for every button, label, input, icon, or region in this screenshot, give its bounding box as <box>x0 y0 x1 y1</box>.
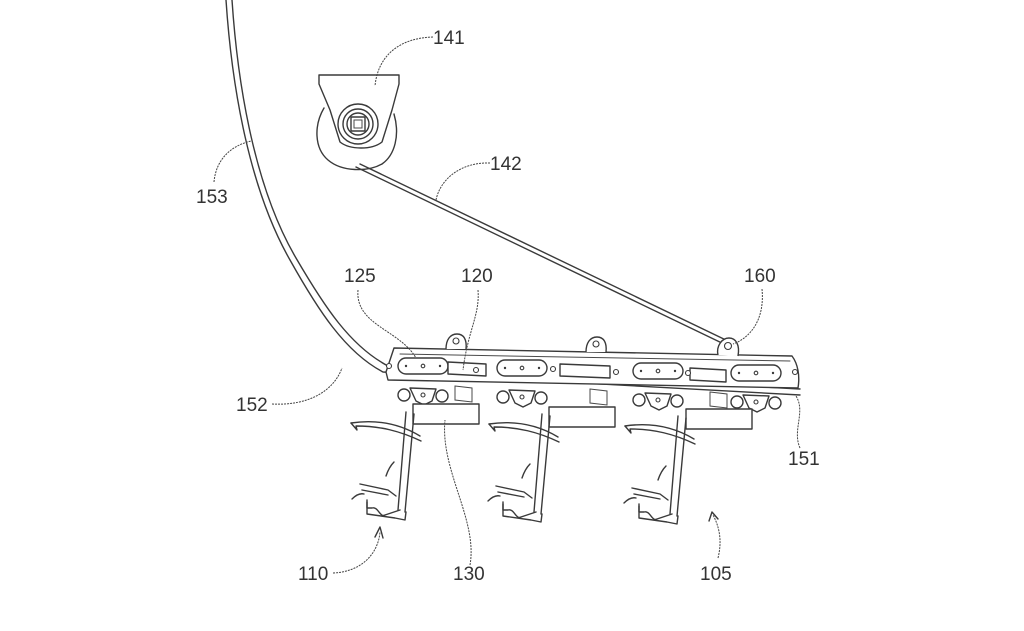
hub-mid <box>342 108 374 140</box>
bogie-link-1 <box>397 357 449 375</box>
leader-120 <box>462 289 479 371</box>
chair-1 <box>350 411 422 521</box>
chair-3 <box>623 415 696 525</box>
leader-152 <box>271 367 343 405</box>
cable <box>355 163 731 346</box>
label-120: 120 <box>461 266 493 287</box>
wheel-bogie-4 <box>730 394 782 413</box>
bogie-link-4 <box>730 364 782 382</box>
winch-assembly <box>316 74 400 171</box>
label-110: 110 <box>298 564 328 585</box>
leader-105 <box>712 514 721 559</box>
attachment-pin <box>723 341 733 351</box>
leader-lines <box>213 36 801 574</box>
reference-labels: 141 142 153 125 120 160 152 151 110 130 … <box>196 28 820 585</box>
bogie-link-3 <box>632 362 684 380</box>
square-shaft <box>350 116 366 132</box>
label-105: 105 <box>700 564 732 585</box>
leader-125 <box>357 289 417 359</box>
wheel-bogie-1 <box>397 387 449 406</box>
chair-mount-3 <box>685 408 753 430</box>
square-shaft-inner <box>353 119 363 129</box>
chair-mount-2 <box>548 406 616 428</box>
chair-2 <box>487 413 560 523</box>
leader-153 <box>213 140 252 183</box>
leader-142 <box>435 162 491 201</box>
label-152: 152 <box>236 395 268 416</box>
connecting-rod-1 <box>447 361 487 377</box>
connecting-rod-2 <box>559 363 611 379</box>
lug-hole-1 <box>452 337 460 345</box>
leader-151 <box>795 395 801 449</box>
leader-110 <box>332 531 381 574</box>
connecting-rod-3 <box>689 367 727 383</box>
arrowhead-105 <box>708 511 719 522</box>
cable-line-b <box>359 163 731 343</box>
hub-inner <box>346 112 370 136</box>
leader-160 <box>732 288 763 345</box>
frame-end-pin-right <box>791 368 799 376</box>
wheel-bogie-3 <box>632 392 684 411</box>
hub-outer <box>337 103 379 145</box>
label-160: 160 <box>744 266 776 287</box>
frame-end-pin-left <box>385 362 393 370</box>
track <box>225 0 801 396</box>
label-151: 151 <box>788 449 820 470</box>
lug-hole-2 <box>592 340 600 348</box>
wheel-bogie-2 <box>496 389 548 408</box>
label-125: 125 <box>344 266 376 287</box>
cable-line-a <box>355 166 727 346</box>
chair-mounts <box>412 385 753 430</box>
leader-141 <box>374 36 434 87</box>
track-outer-line <box>225 0 801 396</box>
leader-130 <box>444 419 472 566</box>
label-142: 142 <box>490 154 522 175</box>
arrowhead-110 <box>374 526 384 539</box>
chair-mount-1 <box>412 403 480 425</box>
label-141: 141 <box>433 28 465 49</box>
pulley-wheel <box>316 107 398 171</box>
wheel-bogies <box>397 387 782 413</box>
bogie-link-2 <box>496 359 548 377</box>
label-153: 153 <box>196 187 228 208</box>
label-130: 130 <box>453 564 485 585</box>
carriage <box>385 333 800 389</box>
track-inner-line <box>231 0 801 390</box>
